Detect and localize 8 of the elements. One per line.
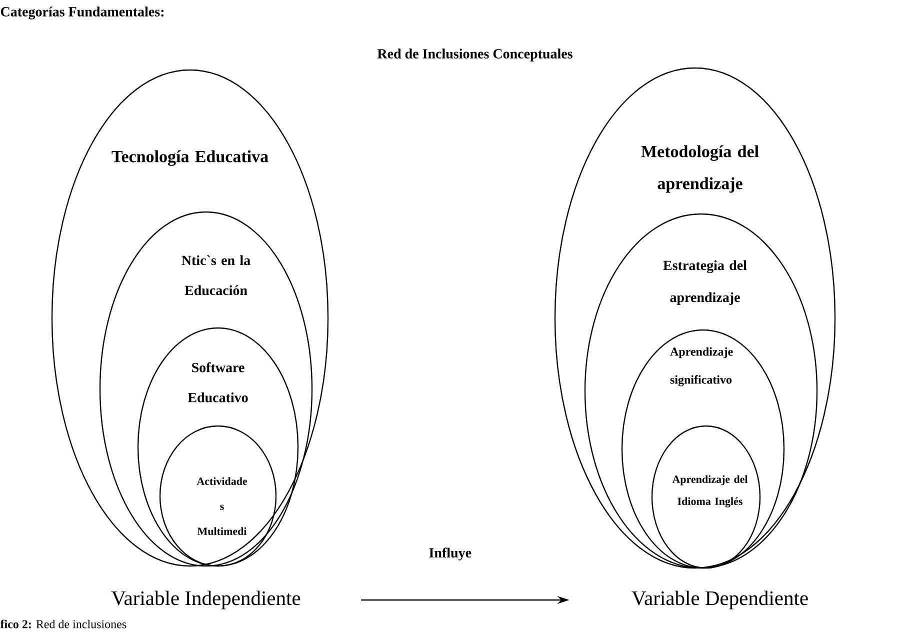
variable-label: Variable Dependiente [632, 590, 808, 610]
edge-label: Influye [429, 548, 472, 560]
variable-label: Variable Independiente [111, 590, 300, 610]
heading: Categorías Fundamentales: [0, 6, 164, 20]
caption: fico 2: Red de inclusiones [0, 620, 126, 628]
oval: Actividade s Multimedi [159, 425, 277, 567]
title: Red de Inclusiones Conceptuales [377, 48, 572, 62]
oval: Aprendizaje del Idioma Inglés [651, 425, 761, 569]
